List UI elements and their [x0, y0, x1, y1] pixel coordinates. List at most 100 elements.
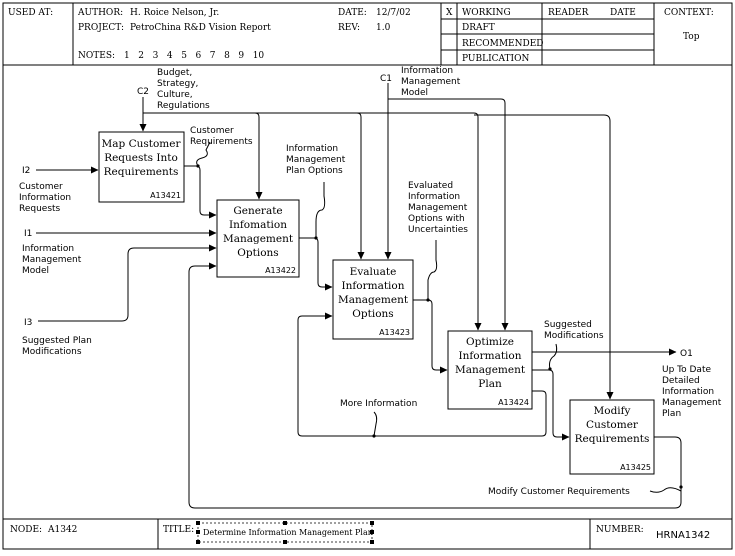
rev-value: 1.0 — [376, 23, 391, 33]
feedback-modify-customer-requirements — [188, 262, 682, 509]
label-plan-options: Information Management Plan Options — [286, 144, 346, 176]
label-line: Customer — [190, 126, 234, 136]
feedback-more-information — [297, 312, 547, 437]
box-line: Infomation — [229, 219, 287, 231]
label-line: Evaluated — [408, 181, 453, 191]
box-id: A13421 — [150, 191, 181, 200]
control-c2-arrows — [139, 97, 614, 400]
note-number: 9 — [238, 51, 244, 61]
flow-suggested-modifications — [532, 369, 570, 441]
box-line: Generate — [233, 205, 282, 217]
box-line: Customer — [586, 419, 639, 431]
author-label: AUTHOR: — [77, 8, 123, 18]
label-line: Regulations — [157, 101, 210, 111]
label-line: Up To Date — [662, 365, 711, 375]
label-modify-customer-requirements: Modify Customer Requirements — [488, 487, 630, 497]
label-i2-description: Customer Information Requests — [19, 182, 71, 214]
note-number: 3 — [153, 51, 159, 61]
label-o1-description: Up To Date Detailed Information Manageme… — [662, 365, 722, 419]
box-id: A13424 — [498, 398, 529, 407]
input-i2-code: I2 — [22, 166, 30, 176]
label-line: Suggested Plan — [22, 336, 92, 346]
reader-date-label: DATE — [610, 8, 636, 18]
label-line: Information — [401, 66, 453, 76]
label-line: Information — [19, 193, 71, 203]
reader-label: READER — [548, 8, 589, 18]
node-label: NODE: — [10, 525, 42, 535]
box-line: Management — [338, 294, 409, 306]
label-line: Strategy, — [157, 79, 198, 89]
number-value: HRNA1342 — [656, 530, 710, 541]
label-line: Information — [662, 387, 714, 397]
junction-dots — [196, 164, 683, 489]
box-line: Map Customer — [102, 138, 182, 150]
box-line: Requests Into — [104, 152, 178, 164]
control-c2-code: C2 — [137, 87, 149, 97]
status-publication: PUBLICATION — [462, 54, 529, 64]
control-c1-arrows — [384, 83, 509, 331]
label-line: Information — [286, 144, 338, 154]
label-line: Requirements — [190, 137, 253, 147]
rev-label: REV: — [338, 23, 360, 33]
activity-a13422: Generate Infomation Management Options A… — [216, 199, 300, 278]
box-line: Options — [352, 308, 393, 320]
label-line: Information — [22, 244, 74, 254]
activity-a13421: Map Customer Requests Into Requirements … — [98, 131, 185, 203]
label-line: Culture, — [157, 90, 193, 100]
flow-plan-options — [299, 237, 333, 291]
activity-a13423: Evaluate Information Management Options … — [332, 259, 414, 340]
label-line: Plan Options — [286, 166, 343, 176]
note-number: 5 — [181, 51, 187, 61]
author-value: H. Roice Nelson, Jr. — [130, 8, 219, 18]
input-i3-code: I3 — [24, 318, 32, 328]
project-label: PROJECT: — [78, 23, 124, 33]
activity-a13425: Modify Customer Requirements A13425 — [569, 399, 655, 475]
box-line: Modify — [594, 405, 631, 417]
label-line: Modifications — [544, 331, 604, 341]
title-label: TITLE: — [163, 525, 194, 535]
used-at-label: USED AT: — [8, 8, 53, 18]
note-number: 4 — [167, 51, 173, 61]
label-i3-description: Suggested Plan Modifications — [22, 336, 92, 357]
label-line: Suggested — [544, 320, 592, 330]
box-id: A13425 — [620, 463, 651, 472]
box-line: Plan — [478, 378, 502, 390]
label-line: Budget, — [157, 68, 192, 78]
activity-a13424: Optimize Information Management Plan A13… — [447, 330, 533, 410]
box-line: Evaluate — [350, 266, 397, 278]
flow-customer-requirements — [184, 165, 217, 219]
label-customer-requirements: Customer Requirements — [190, 126, 253, 147]
box-id: A13422 — [265, 266, 296, 275]
label-c1-description: Information Management Model — [401, 66, 461, 98]
context-value: Top — [683, 32, 700, 42]
label-more-information: More Information — [340, 399, 417, 409]
input-i1-code: I1 — [24, 229, 32, 239]
box-line: Requirements — [104, 166, 179, 178]
context-label: CONTEXT: — [664, 8, 714, 18]
date-label: DATE: — [338, 8, 367, 18]
label-connectors — [196, 141, 682, 493]
note-number: 6 — [196, 51, 202, 61]
status-recommended: RECOMMENDED — [462, 39, 544, 49]
box-line: Information — [458, 350, 521, 362]
label-line: Detailed — [662, 376, 700, 386]
status-draft: DRAFT — [462, 23, 495, 33]
label-i1-description: Information Management Model — [22, 244, 82, 276]
node-value: A1342 — [47, 525, 77, 535]
box-line: Options — [237, 247, 278, 259]
label-line: Model — [401, 88, 428, 98]
status-working: WORKING — [462, 8, 511, 18]
input-i3-arrow — [38, 244, 217, 322]
label-line: Management — [662, 398, 722, 408]
label-line: Modifications — [22, 347, 82, 357]
output-o1-code: O1 — [680, 349, 693, 359]
note-number: 1 — [124, 51, 130, 61]
box-line: Management — [455, 364, 526, 376]
status-mark: X — [446, 8, 453, 18]
label-c2-description: Budget, Strategy, Culture, Regulations — [157, 68, 210, 111]
project-value: PetroChina R&D Vision Report — [130, 23, 271, 33]
box-line: Information — [341, 280, 404, 292]
